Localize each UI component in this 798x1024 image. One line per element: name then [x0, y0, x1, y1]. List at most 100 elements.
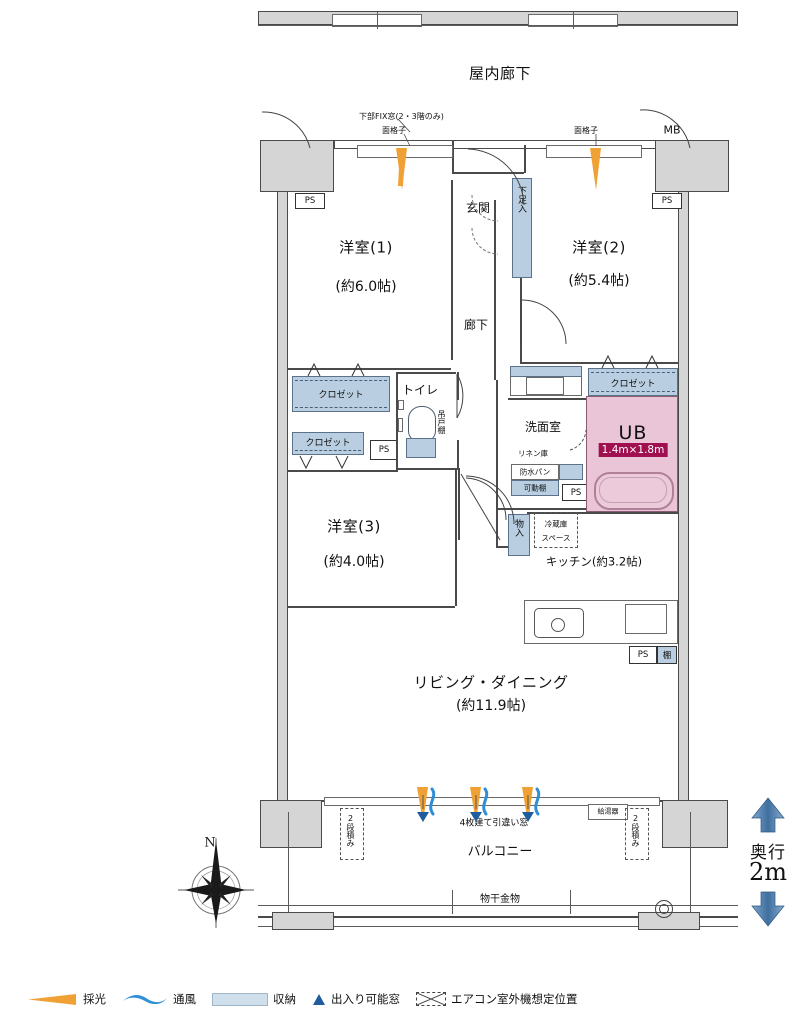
partition-room1-hall — [451, 180, 453, 360]
corridor-band-baseline — [258, 25, 738, 26]
linen-cabinet-box — [559, 464, 583, 480]
partition-room1-bottom — [288, 368, 451, 370]
unit-bath-label: UB — [618, 422, 648, 444]
hall-right-wall — [494, 200, 496, 380]
water-heater-box — [588, 804, 628, 820]
exterior-wall-left — [277, 140, 288, 812]
legend-label-ventilation: 通風 — [173, 992, 196, 1006]
drying-rack-label: 物干金物 — [480, 894, 520, 905]
legend-item-daylight: 採光 — [26, 991, 106, 1007]
unit-bath-size-badge: 1.4m×1.8m — [598, 443, 668, 457]
room2-bottom-wall — [520, 362, 678, 364]
entry-alcove-wall-bottom — [452, 172, 524, 174]
depth-arrow-up — [751, 797, 785, 833]
hallway-label: 廊下 — [463, 318, 489, 332]
closet-room1-upper-label: クロゼット — [318, 390, 364, 401]
movable-shelf-label: 可動棚 — [523, 483, 547, 493]
legend-label-entry-window: 出入り可能窓 — [331, 992, 400, 1006]
shoe-cabinet-label: 下足入 — [516, 186, 526, 213]
linen-cabinet-label: リネン庫 — [518, 449, 548, 458]
storage-swatch-icon — [212, 992, 268, 1006]
room3-bottom-wall — [288, 606, 455, 608]
grille-window-right — [546, 145, 642, 158]
exterior-wall-right — [678, 140, 689, 812]
closet-room1-lower — [292, 432, 364, 455]
kitchen-top-wall — [527, 512, 678, 514]
corridor-window-mull-left — [377, 12, 378, 29]
toilet-tank — [406, 438, 436, 458]
mb-label: MB — [663, 123, 681, 137]
fix-window-note: 下部FIX窓(2・3階のみ) — [359, 112, 444, 121]
toilet-right-wall-lower — [457, 440, 459, 468]
column-top-right — [655, 140, 729, 192]
room-size-living: (約11.9帖) — [455, 698, 527, 714]
shelf-box-kitchen: 棚 — [657, 646, 677, 664]
room-size-washitsu2: (約5.4帖) — [568, 273, 630, 289]
column-bottom-right — [662, 800, 728, 848]
ac-unit-zone-left — [340, 808, 364, 860]
room-name-washitsu1: 洋室(1) — [339, 238, 393, 257]
corridor-label: 屋内廊下 — [468, 64, 532, 83]
washroom-top-wall — [508, 398, 586, 400]
room3-top-wall — [288, 470, 398, 472]
fridge-space-box — [534, 512, 578, 548]
balcony-label: バルコニー — [467, 844, 533, 860]
room-name-washitsu2: 洋室(2) — [572, 238, 626, 257]
drying-hook-2 — [570, 890, 571, 914]
vanity-basin — [526, 377, 564, 395]
balcony-post-right-line — [690, 812, 691, 912]
daylight-arrow-icon — [28, 993, 76, 1005]
kitchen-sink-drain — [551, 618, 565, 632]
entrance-label: 玄関 — [465, 201, 491, 215]
vanity-mirror — [510, 366, 582, 377]
balcony-rail-line-1 — [258, 905, 738, 906]
ac-unit-zone-left-label: 2段積み — [346, 814, 355, 847]
legend-item-storage: 収納 — [212, 991, 296, 1007]
depth-indicator: 奥行 2m — [742, 796, 794, 928]
compass-north-label: N — [204, 835, 216, 851]
legend: 採光 通風 収納 出入り可能窓 エアコン室外機想定位置 — [0, 982, 798, 1016]
corridor-window-mull-right — [573, 12, 574, 29]
sliding-window-note: 4枚建て引違い窓 — [459, 818, 529, 829]
depth-arrow-down — [751, 891, 785, 927]
living-top-partition — [288, 606, 298, 608]
waterproof-pan-label: 防水パン — [519, 467, 551, 477]
depth-label: 奥行 — [750, 843, 786, 863]
balcony-sliding-window — [324, 797, 660, 806]
balcony-rail-line-2 — [258, 916, 738, 918]
ps-box-top-left: PS — [295, 193, 325, 209]
ps-box-toilet: PS — [370, 440, 398, 460]
legend-label-daylight: 採光 — [83, 992, 106, 1006]
legend-item-entry-window: 出入り可能窓 — [312, 991, 400, 1007]
toilet-bottom-wall — [396, 468, 458, 470]
ventilation-wave-icon — [123, 994, 167, 1004]
grille-note-left: 面格子 — [382, 126, 406, 135]
depth-value: 2m — [748, 858, 788, 886]
hall-right-wall-lower — [458, 468, 460, 540]
room-size-washitsu1: (約6.0帖) — [335, 279, 397, 295]
mono-ire-label: 物入 — [513, 519, 523, 537]
grille-window-left — [357, 145, 453, 158]
balcony-rail-post-left — [272, 912, 334, 930]
balcony-rail-line-3 — [258, 926, 738, 927]
room2-left-wall — [520, 192, 522, 364]
closet-room1-upper — [292, 376, 390, 412]
grille-note-right: 面格子 — [574, 126, 598, 135]
toilet-left-wall — [396, 372, 398, 468]
entry-alcove-wall-left — [452, 140, 454, 172]
kitchen-label: キッチン(約3.2帖) — [545, 554, 643, 569]
triangle-icon — [313, 993, 325, 1005]
water-heater-label: 給湯器 — [597, 807, 619, 816]
toilet-label: トイレ — [401, 383, 439, 397]
fridge-space-label-1: 冷蔵庫 — [544, 519, 568, 529]
legend-item-ventilation: 通風 — [122, 991, 196, 1007]
column-bottom-left — [260, 800, 322, 848]
toilet-towel-bar — [398, 418, 403, 432]
washroom-label: 洗面室 — [524, 420, 562, 434]
mono-ire-storage — [508, 514, 530, 556]
hanging-cabinet-label: 吊戸棚 — [437, 410, 446, 434]
legend-label-ac-unit: エアコン室外機想定位置 — [451, 992, 578, 1006]
legend-item-ac-unit: エアコン室外機想定位置 — [416, 991, 578, 1007]
room-name-living: リビング・ダイニング — [413, 673, 569, 692]
room-size-washitsu3: (約4.0帖) — [323, 554, 385, 570]
